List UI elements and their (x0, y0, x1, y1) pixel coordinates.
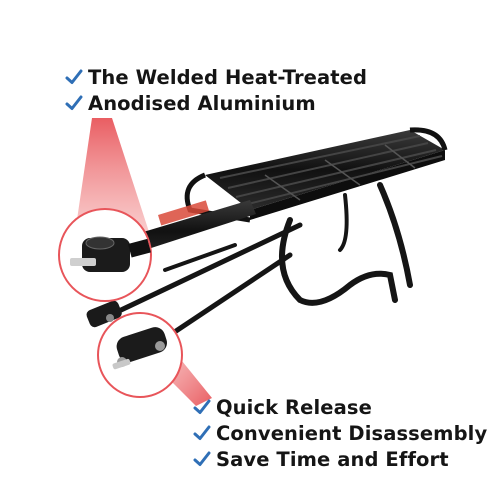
feature-label: Quick Release (216, 395, 372, 419)
checkmark-icon (64, 93, 84, 113)
zoom-circle-top (58, 208, 152, 302)
callout-pointer-top (74, 118, 150, 240)
checkmark-icon (192, 449, 212, 469)
rack-platform (184, 127, 448, 223)
feature-label: Convenient Disassembly (216, 421, 488, 445)
feature-label: Anodised Aluminium (88, 91, 316, 115)
zoom-circle-bottom (97, 312, 183, 398)
feature-item: Quick Release (192, 394, 487, 420)
checkmark-icon (192, 423, 212, 443)
feature-item: Convenient Disassembly (192, 420, 487, 446)
checkmark-icon (192, 397, 212, 417)
feature-item: The Welded Heat-Treated (64, 64, 367, 90)
feature-item: Save Time and Effort (192, 446, 487, 472)
strut-clamp-small (86, 300, 122, 328)
feature-label: Save Time and Effort (216, 447, 449, 471)
feature-label: The Welded Heat-Treated (88, 65, 368, 89)
feature-list-bottom: Quick Release Convenient Disassembly Sav… (192, 394, 487, 472)
checkmark-icon (64, 67, 84, 87)
feature-item: Anodised Aluminium (64, 90, 367, 116)
feature-list-top: The Welded Heat-Treated Anodised Alumini… (64, 64, 367, 116)
